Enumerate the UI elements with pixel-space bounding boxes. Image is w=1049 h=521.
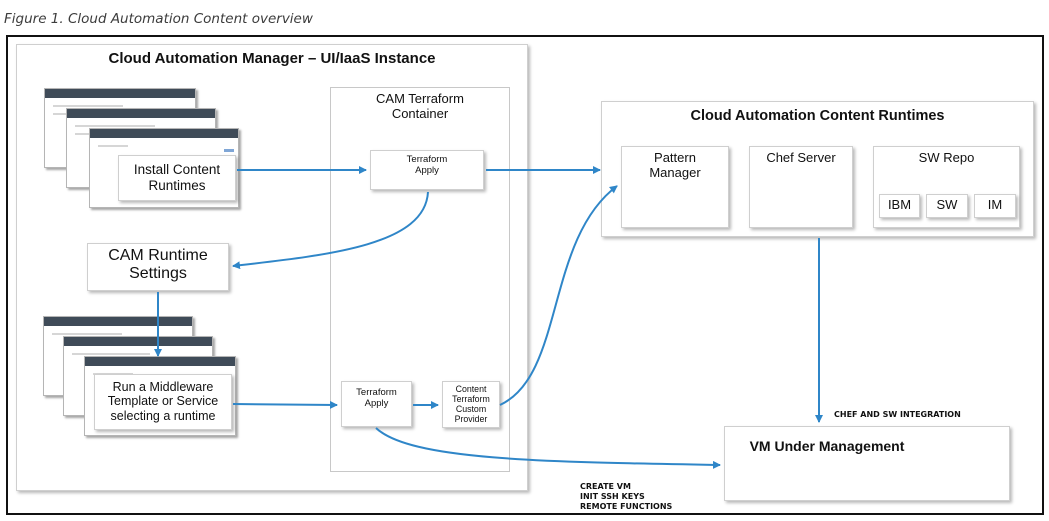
sw-repo-item-sw-label: SW [936, 197, 958, 212]
sw-repo-label: SW Repo [918, 150, 975, 165]
sw-repo-item-ibm [879, 194, 920, 218]
runtime-settings-label: CAM Runtime Settings [108, 247, 208, 283]
terraform-apply-bottom [341, 381, 412, 427]
content-runtimes-title: Cloud Automation Content Runtimes [690, 108, 945, 124]
init-ssh-note-line: INIT SSH KEYS [580, 492, 645, 501]
terraform-apply-bottom-label: Terraform Apply [356, 387, 397, 409]
cam-instance-title: Cloud Automation Manager – UI/IaaS Insta… [108, 50, 436, 67]
terraform-apply-top [370, 150, 484, 190]
pattern-manager-box [621, 146, 729, 228]
sw-repo-item-im-label: IM [987, 197, 1003, 212]
vm-management-label: VM Under Management [749, 438, 905, 454]
arrow-apply-to-vm [375, 427, 721, 469]
sw-repo-item-sw [926, 194, 968, 218]
run-template-box [94, 374, 232, 430]
content-provider-box [442, 381, 500, 428]
remote-functions-note-line: REMOTE FUNCTIONS [580, 502, 673, 511]
arrow-provider-to-pattern [499, 185, 618, 406]
figure-caption: Figure 1. Cloud Automation Content overv… [4, 11, 313, 27]
run-template-label: Run a Middleware Template or Service sel… [107, 380, 219, 423]
arrow-apply-to-settings [232, 191, 429, 270]
install-runtimes-label: Install Content Runtimes [133, 162, 221, 193]
sw-repo-item-ibm-label: IBM [887, 197, 912, 212]
vm-management-box [724, 426, 1010, 501]
chef-server-label: Chef Server [766, 150, 836, 165]
terraform-container-title: CAM Terraform Container [376, 91, 464, 121]
arrow-run-to-apply [232, 400, 338, 409]
pattern-manager-label: Pattern Manager [649, 150, 701, 180]
create-vm-note-line: CREATE VM [580, 482, 631, 491]
content-provider-label: Content Terraform Custom Provider [452, 384, 490, 424]
runtime-settings-box [87, 243, 229, 291]
sw-repo-item-im [974, 194, 1016, 218]
chef-sw-integration-note: CHEF AND SW INTEGRATION [834, 410, 961, 419]
chef-server-box [749, 146, 853, 228]
install-runtimes-box [118, 155, 236, 201]
terraform-apply-top-label: Terraform Apply [406, 154, 448, 176]
create-vm-note: CREATE VM INIT SSH KEYS REMOTE FUNCTIONS [580, 482, 672, 512]
